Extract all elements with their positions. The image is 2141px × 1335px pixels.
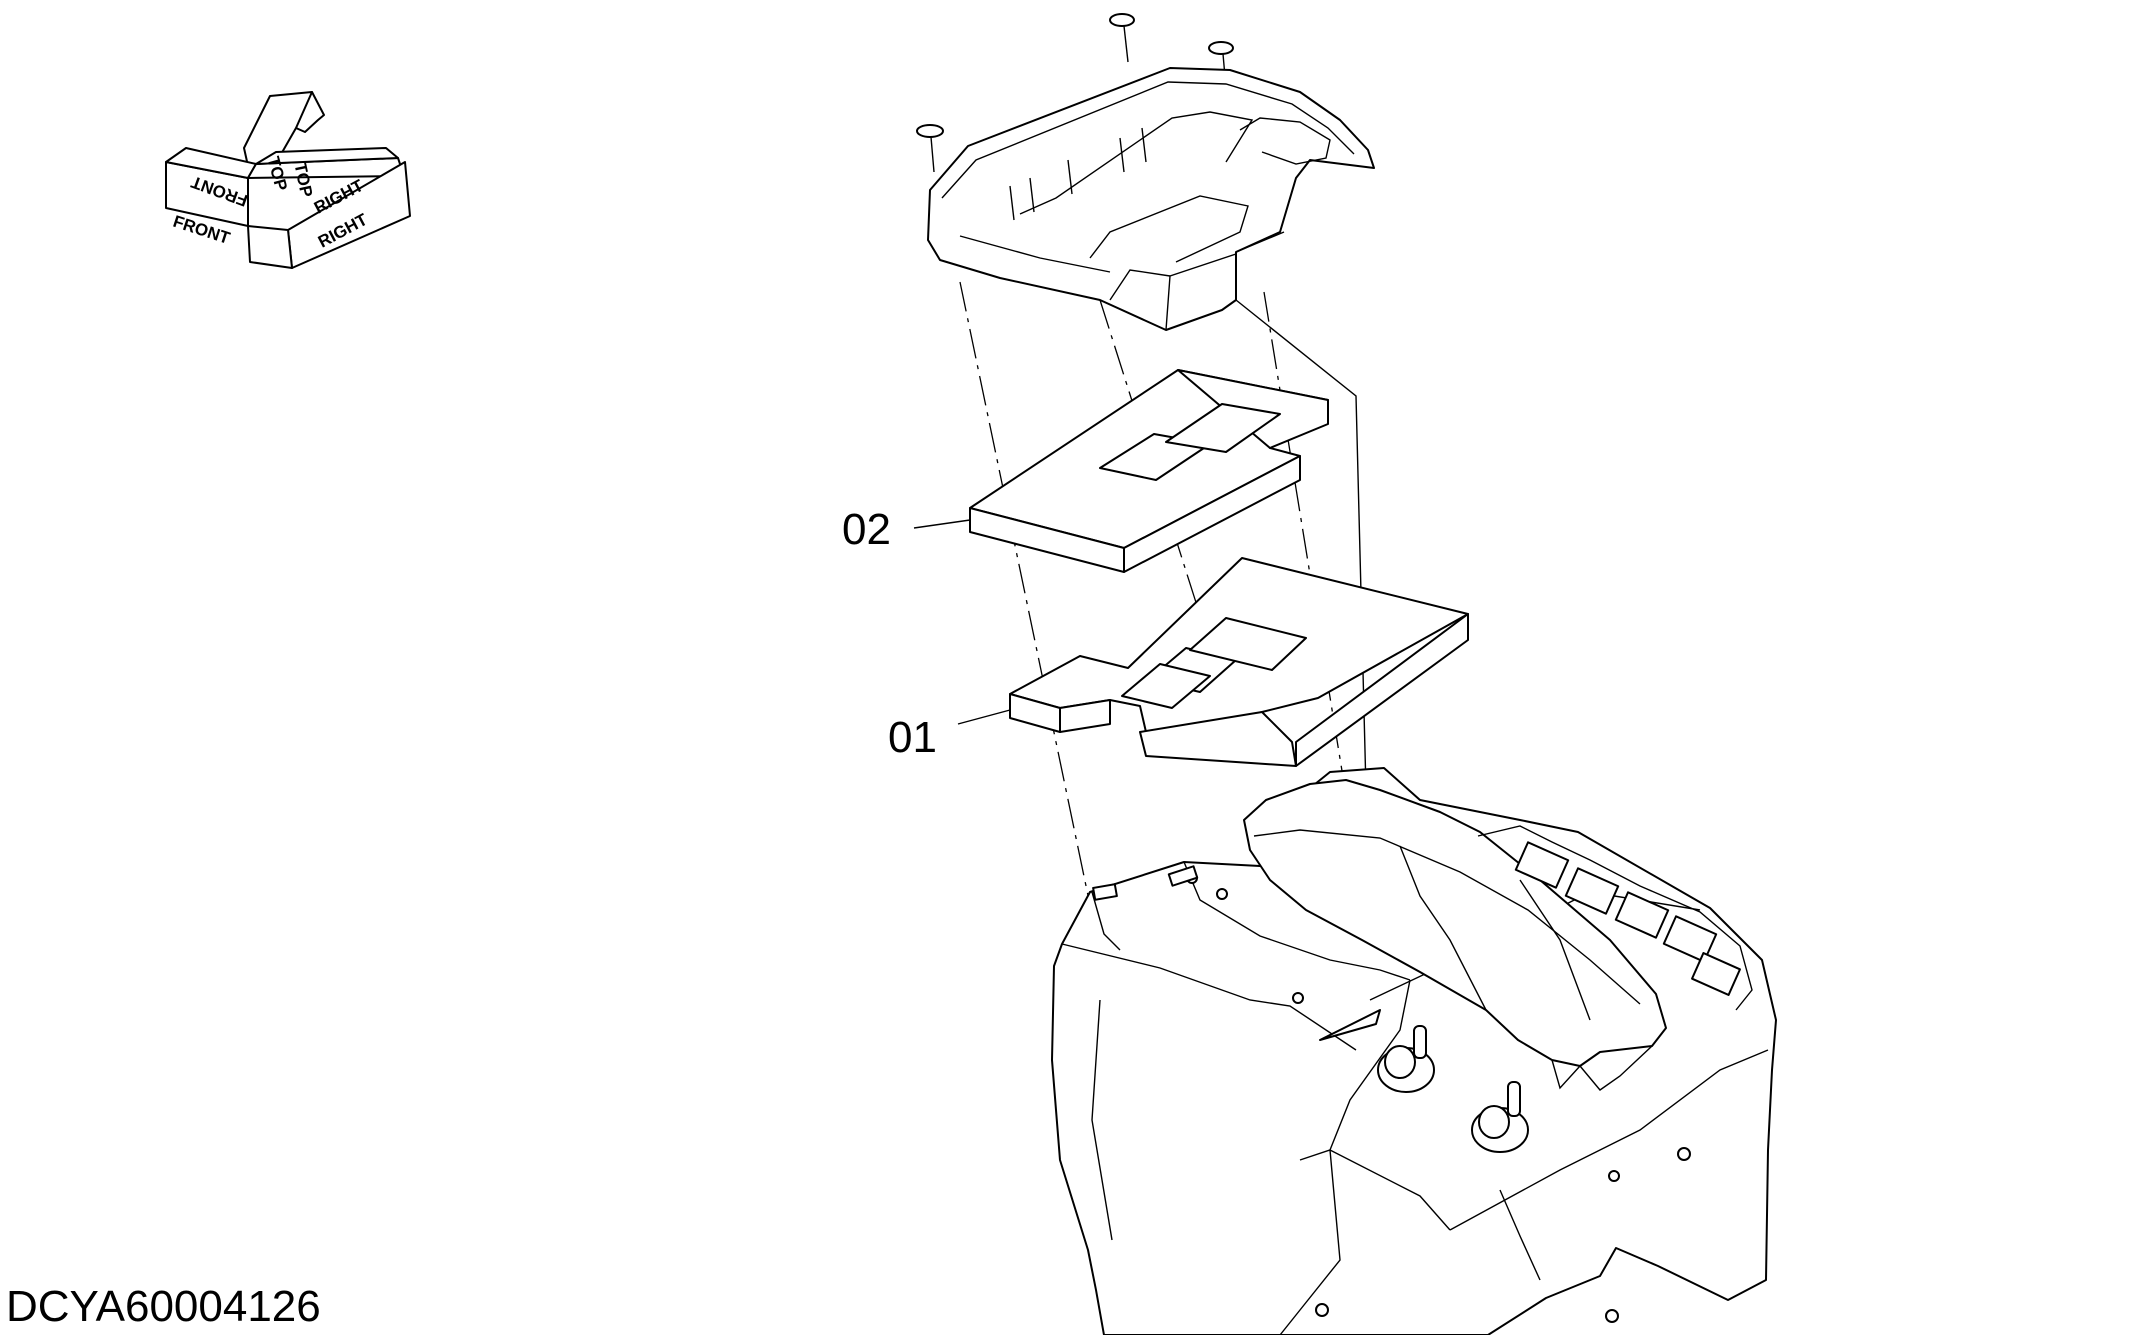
callout-01: 01 xyxy=(888,709,1011,762)
drawing-id: DCYA60004126 xyxy=(6,1282,321,1331)
pad-02 xyxy=(969,369,1329,573)
part-number-02: 02 xyxy=(842,505,891,554)
orientation-compass: FRONT FRONT TOP TOP RIGHT RIGHT xyxy=(165,91,411,269)
screw-top-center xyxy=(1109,13,1135,63)
control-knobs xyxy=(1377,1025,1529,1153)
knob-left xyxy=(1377,1025,1435,1093)
console-details xyxy=(1092,865,1691,1323)
screw-top-left xyxy=(916,124,944,173)
knob-right xyxy=(1471,1081,1529,1153)
top-cover xyxy=(927,67,1375,331)
callout-02: 02 xyxy=(842,505,971,554)
part-number-01: 01 xyxy=(888,713,937,762)
console-armrest xyxy=(1243,779,1667,1091)
switch-panel xyxy=(1477,825,1753,1011)
pad-01 xyxy=(1009,557,1469,767)
